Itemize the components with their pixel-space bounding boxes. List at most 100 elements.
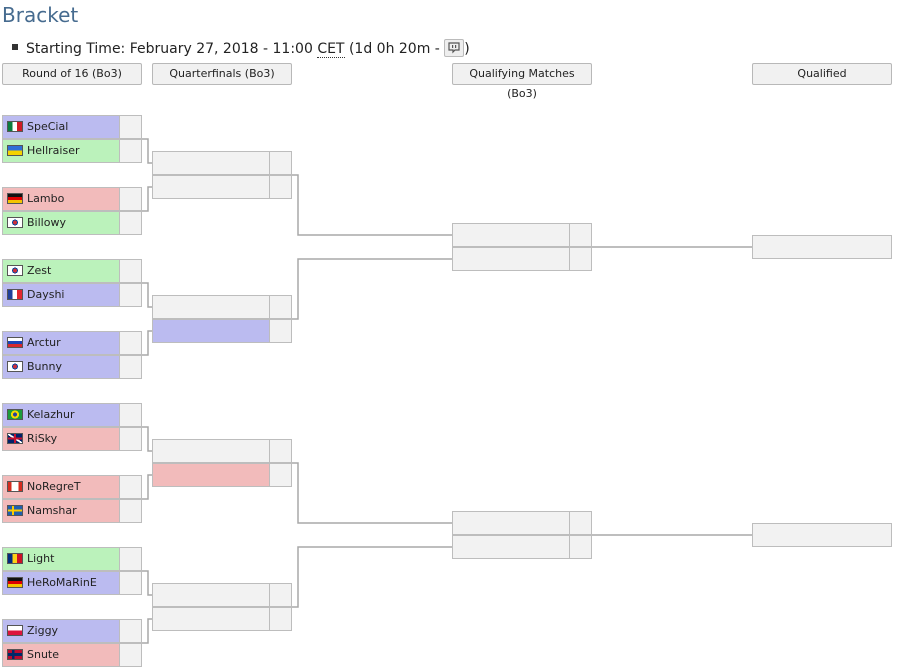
score-cell — [120, 115, 142, 139]
fr-flag-icon — [7, 288, 23, 300]
score-cell — [270, 607, 292, 631]
player-name-cell[interactable]: Dayshi — [2, 283, 120, 307]
score-cell — [120, 475, 142, 499]
de-flag-icon — [7, 576, 23, 588]
pl-flag-icon — [7, 624, 23, 636]
connector-line — [142, 330, 152, 356]
player-name[interactable]: Dayshi — [27, 288, 65, 301]
player-name[interactable]: Light — [27, 552, 55, 565]
connector-line — [142, 618, 152, 644]
empty-name-cell[interactable] — [452, 511, 570, 535]
connector-line — [142, 282, 152, 308]
empty-name-cell[interactable] — [152, 439, 270, 463]
player-name-cell[interactable]: RiSky — [2, 427, 120, 451]
empty-name-cell[interactable] — [152, 319, 270, 343]
empty-name-cell[interactable] — [152, 463, 270, 487]
empty-name-cell[interactable] — [152, 175, 270, 199]
header-quarterfinals: Quarterfinals (Bo3) — [152, 63, 292, 85]
empty-name-cell[interactable] — [452, 535, 570, 559]
player-name-cell[interactable]: HeRoMaRinE — [2, 571, 120, 595]
de-flag-icon — [7, 192, 23, 204]
player-name-cell[interactable]: Kelazhur — [2, 403, 120, 427]
connector-line — [292, 258, 452, 320]
empty-name-cell[interactable] — [152, 151, 270, 175]
score-cell — [120, 427, 142, 451]
gb-flag-icon — [7, 432, 23, 444]
connector-line — [142, 474, 152, 500]
connector-line — [292, 546, 452, 608]
connector-line — [142, 426, 152, 452]
kr-flag-icon — [7, 360, 23, 372]
player-name[interactable]: Billowy — [27, 216, 66, 229]
player-name[interactable]: SpeCial — [27, 120, 69, 133]
player-name[interactable]: NoRegreT — [27, 480, 81, 493]
score-cell — [120, 403, 142, 427]
connector-line — [142, 570, 152, 596]
qualified-cell[interactable] — [752, 523, 892, 547]
player-name[interactable]: Ziggy — [27, 624, 59, 637]
score-cell — [120, 283, 142, 307]
connector-line — [292, 174, 452, 236]
empty-name-cell[interactable] — [152, 295, 270, 319]
empty-name-cell[interactable] — [152, 583, 270, 607]
player-name-cell[interactable]: Bunny — [2, 355, 120, 379]
score-cell — [270, 151, 292, 175]
empty-name-cell[interactable] — [152, 607, 270, 631]
player-name[interactable]: Arctur — [27, 336, 61, 349]
header-qualified: Qualified — [752, 63, 892, 85]
ca-flag-icon — [7, 480, 23, 492]
player-name[interactable]: Hellraiser — [27, 144, 80, 157]
player-name-cell[interactable]: Zest — [2, 259, 120, 283]
qualified-cell[interactable] — [752, 235, 892, 259]
player-name-cell[interactable]: Hellraiser — [2, 139, 120, 163]
player-name-cell[interactable]: NoRegreT — [2, 475, 120, 499]
player-name[interactable]: Snute — [27, 648, 60, 661]
br-flag-icon — [7, 408, 23, 420]
score-cell — [570, 511, 592, 535]
player-name-cell[interactable]: Lambo — [2, 187, 120, 211]
ua-flag-icon — [7, 144, 23, 156]
score-cell — [270, 295, 292, 319]
player-name[interactable]: Zest — [27, 264, 52, 277]
score-cell — [570, 247, 592, 271]
header-round-of-16: Round of 16 (Bo3) — [2, 63, 142, 85]
score-cell — [120, 259, 142, 283]
score-cell — [120, 211, 142, 235]
player-name-cell[interactable]: Ziggy — [2, 619, 120, 643]
twitch-chat-icon[interactable] — [444, 39, 465, 57]
timezone-abbr[interactable]: CET — [317, 41, 345, 58]
player-name[interactable]: HeRoMaRinE — [27, 576, 97, 589]
score-cell — [120, 331, 142, 355]
player-name-cell[interactable]: Arctur — [2, 331, 120, 355]
ru-flag-icon — [7, 336, 23, 348]
player-name[interactable]: Bunny — [27, 360, 62, 373]
no-flag-icon — [7, 648, 23, 660]
starting-time: Starting Time: February 27, 2018 - 11:00… — [12, 39, 470, 59]
empty-name-cell[interactable] — [452, 223, 570, 247]
score-cell — [570, 223, 592, 247]
connector-line — [142, 186, 152, 212]
start-label: Starting Time: February 27, 2018 - 11:00 — [26, 41, 318, 57]
score-cell — [570, 535, 592, 559]
ro-flag-icon — [7, 552, 23, 564]
player-name[interactable]: Kelazhur — [27, 408, 75, 421]
player-name-cell[interactable]: SpeCial — [2, 115, 120, 139]
score-cell — [270, 175, 292, 199]
score-cell — [120, 499, 142, 523]
countdown: (1d 0h 20m - — [344, 41, 445, 57]
player-name[interactable]: Namshar — [27, 504, 77, 517]
player-name-cell[interactable]: Billowy — [2, 211, 120, 235]
se-flag-icon — [7, 504, 23, 516]
player-name-cell[interactable]: Light — [2, 547, 120, 571]
header-qualifying-matches: Qualifying Matches (Bo3) — [452, 63, 592, 100]
player-name[interactable]: RiSky — [27, 432, 58, 445]
empty-name-cell[interactable] — [452, 247, 570, 271]
mx-flag-icon — [7, 120, 23, 132]
kr-flag-icon — [7, 216, 23, 228]
score-cell — [270, 439, 292, 463]
player-name-cell[interactable]: Namshar — [2, 499, 120, 523]
player-name-cell[interactable]: Snute — [2, 643, 120, 667]
score-cell — [270, 463, 292, 487]
player-name[interactable]: Lambo — [27, 192, 65, 205]
